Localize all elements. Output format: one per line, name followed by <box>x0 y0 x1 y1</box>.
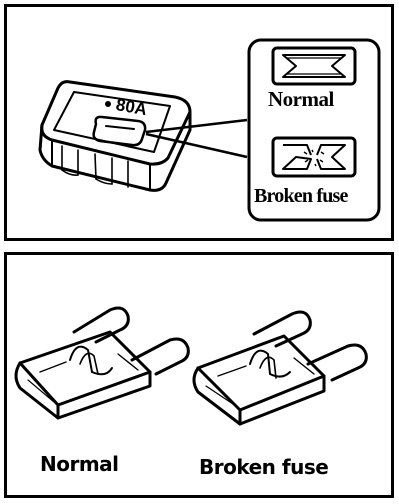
fuse-rating-text: 80A <box>114 95 148 119</box>
normal-fuse-label: Normal <box>40 452 119 476</box>
callout-lines <box>146 120 247 157</box>
legend-normal-label: Normal <box>268 87 334 112</box>
blade-fuse-icon <box>40 82 190 191</box>
broken-fuse-label: Broken fuse <box>199 455 328 479</box>
mini-blade-fuse-icon <box>16 308 366 424</box>
legend-broken-fuse-label: Broken fuse <box>254 185 348 208</box>
